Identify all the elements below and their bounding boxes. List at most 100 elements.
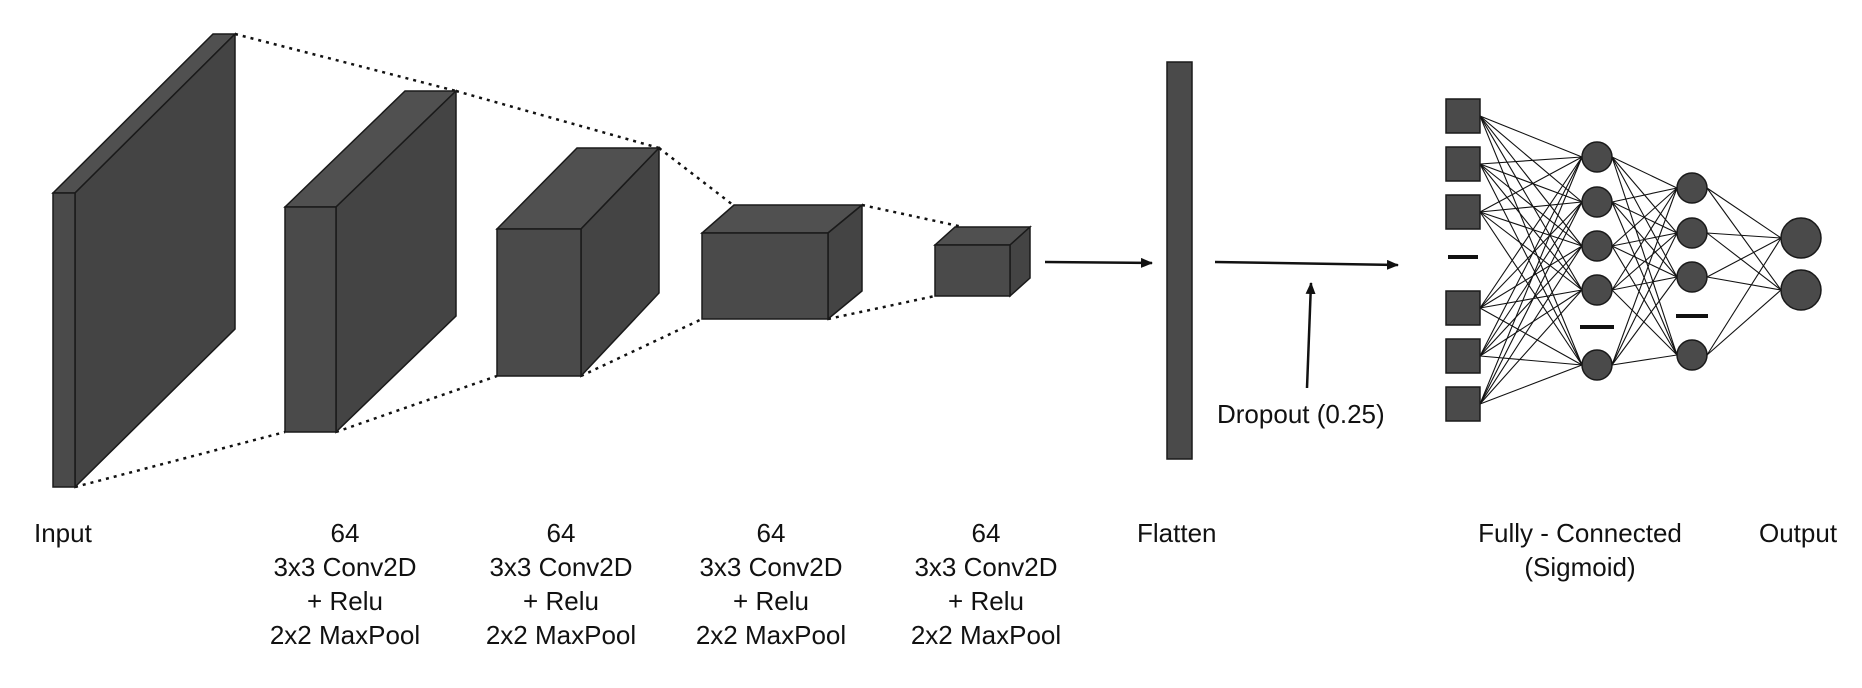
fc-edge-input-hidden1 [1479, 163, 1583, 247]
fc-edge-input-hidden1 [1479, 201, 1583, 213]
conv-block-4-activation: + Relu [948, 586, 1024, 616]
connector-input-to-conv1-top [234, 32, 457, 93]
fc-input-node [1445, 290, 1481, 326]
conv-block-3-conv: 3x3 Conv2D [699, 552, 843, 582]
arrow-to-flatten [1044, 257, 1153, 268]
fc-edge-input-hidden1 [1479, 156, 1583, 405]
fc-edge-input-hidden1 [1479, 156, 1583, 309]
fc-edge-input-hidden1 [1479, 156, 1583, 357]
fc-edge-input-hidden1 [1479, 201, 1583, 357]
fc-edge-hidden1-hidden2 [1611, 232, 1678, 366]
fc-edge-input-hidden1 [1479, 211, 1583, 366]
fc-edge-hidden2-output [1706, 187, 1782, 291]
conv-block-2-conv: 3x3 Conv2D [489, 552, 633, 582]
fc-edge-input-hidden1 [1479, 289, 1583, 405]
fc-edge-input-hidden1 [1479, 156, 1583, 213]
fc-edge-hidden2-output [1706, 232, 1782, 239]
conv-block-2-label: 64 3x3 Conv2D + Relu 2x2 MaxPool [466, 516, 656, 652]
conv-block-4-label: 64 3x3 Conv2D + Relu 2x2 MaxPool [891, 516, 1081, 652]
fc-edge-input-hidden1 [1479, 163, 1583, 203]
fc-hidden2-node [1676, 217, 1708, 249]
fully-connected-edges [1479, 115, 1782, 405]
fc-edge-hidden2-output [1706, 289, 1782, 356]
fc-edge-input-hidden1 [1479, 245, 1583, 309]
conv-block-3-volume [700, 203, 865, 321]
fc-input-node [1445, 194, 1481, 230]
conv-block-2-filters: 64 [546, 518, 576, 548]
conv-block-4-volume [933, 225, 1032, 298]
fc-edge-hidden1-hidden2 [1611, 354, 1678, 366]
connector-conv3-to-conv4-top [861, 203, 964, 229]
connector-conv2-to-conv3-bottom [580, 317, 703, 378]
fc-edge-hidden1-hidden2 [1611, 289, 1678, 356]
fc-input-node [1445, 338, 1481, 374]
fc-hidden1-node [1581, 349, 1613, 381]
conv-block-4-filters: 64 [971, 518, 1001, 548]
conv-block-1-label: 64 3x3 Conv2D + Relu 2x2 MaxPool [250, 516, 440, 652]
fully-connected-title: Fully - Connected [1478, 518, 1682, 548]
fc-hidden2-node [1676, 339, 1708, 371]
dotted-connectors [74, 32, 964, 489]
fc-edge-input-hidden1 [1479, 115, 1583, 291]
fc-hidden2-node [1676, 172, 1708, 204]
conv3-front-face [701, 232, 829, 320]
conv-block-3-pool: 2x2 MaxPool [695, 620, 847, 650]
fc-hidden1-node [1581, 230, 1613, 262]
conv-block-2-activation: + Relu [523, 586, 599, 616]
fc-edge-hidden2-output [1706, 232, 1782, 291]
fc-edge-input-hidden1 [1479, 307, 1583, 366]
fc-hidden1-node [1581, 274, 1613, 306]
arrow-to-fully-connected [1214, 259, 1399, 270]
fully-connected-label: Fully - Connected (Sigmoid) [1440, 516, 1720, 584]
fully-connected-activation: (Sigmoid) [1524, 552, 1636, 582]
fc-edge-hidden1-hidden2 [1611, 276, 1678, 366]
fc-hidden1-node [1581, 186, 1613, 218]
fc-edge-input-hidden1 [1479, 289, 1583, 357]
fc-edge-input-hidden1 [1479, 355, 1583, 366]
fc-input-node [1445, 386, 1481, 422]
fc-edge-input-hidden1 [1479, 156, 1583, 165]
fc-edge-input-hidden1 [1479, 211, 1583, 247]
fc-hidden1-node [1581, 141, 1613, 173]
fully-connected-nodes [1445, 98, 1822, 422]
fc-output-node [1780, 269, 1822, 311]
output-label: Output [1759, 518, 1838, 548]
fc-edge-hidden1-hidden2 [1611, 156, 1678, 189]
fc-input-node [1445, 98, 1481, 134]
fc-edge-hidden1-hidden2 [1611, 232, 1678, 291]
connector-conv3-to-conv4-bottom [827, 294, 936, 321]
fc-edge-hidden2-output [1706, 237, 1782, 278]
conv4-front-face [934, 244, 1011, 297]
fc-edge-hidden1-hidden2 [1611, 156, 1678, 356]
fc-edge-hidden1-hidden2 [1611, 187, 1678, 203]
input-feature-map [51, 32, 237, 489]
fc-edge-input-hidden1 [1479, 364, 1583, 405]
fc-hidden2-node [1676, 261, 1708, 293]
fc-edge-hidden2-output [1706, 276, 1782, 291]
fc-edge-input-hidden1 [1479, 245, 1583, 405]
fc-edge-input-hidden1 [1479, 201, 1583, 405]
fc-edge-input-hidden1 [1479, 115, 1583, 366]
fc-output-node [1780, 217, 1822, 259]
fc-edge-input-hidden1 [1479, 115, 1583, 158]
conv-block-3-activation: + Relu [733, 586, 809, 616]
fc-edge-hidden1-hidden2 [1611, 187, 1678, 366]
fc-edge-input-hidden1 [1479, 115, 1583, 247]
fc-edge-input-hidden1 [1479, 201, 1583, 309]
conv-block-1-activation: + Relu [307, 586, 383, 616]
fc-edge-input-hidden1 [1479, 115, 1583, 203]
conv-block-1-conv: 3x3 Conv2D [273, 552, 417, 582]
fc-edge-hidden2-output [1706, 237, 1782, 356]
fc-edge-input-hidden1 [1479, 163, 1583, 291]
connector-conv1-to-conv2-top [455, 89, 660, 150]
connector-conv2-to-conv3-top [658, 147, 734, 206]
fc-input-node [1445, 146, 1481, 182]
fc-edge-hidden1-hidden2 [1611, 187, 1678, 247]
conv-block-3-label: 64 3x3 Conv2D + Relu 2x2 MaxPool [676, 516, 866, 652]
fc-edge-hidden1-hidden2 [1611, 245, 1678, 356]
fc-edge-input-hidden1 [1479, 163, 1583, 366]
fc-edge-hidden1-hidden2 [1611, 201, 1678, 356]
fc-edge-hidden2-output [1706, 187, 1782, 239]
input-front-face [52, 192, 76, 488]
